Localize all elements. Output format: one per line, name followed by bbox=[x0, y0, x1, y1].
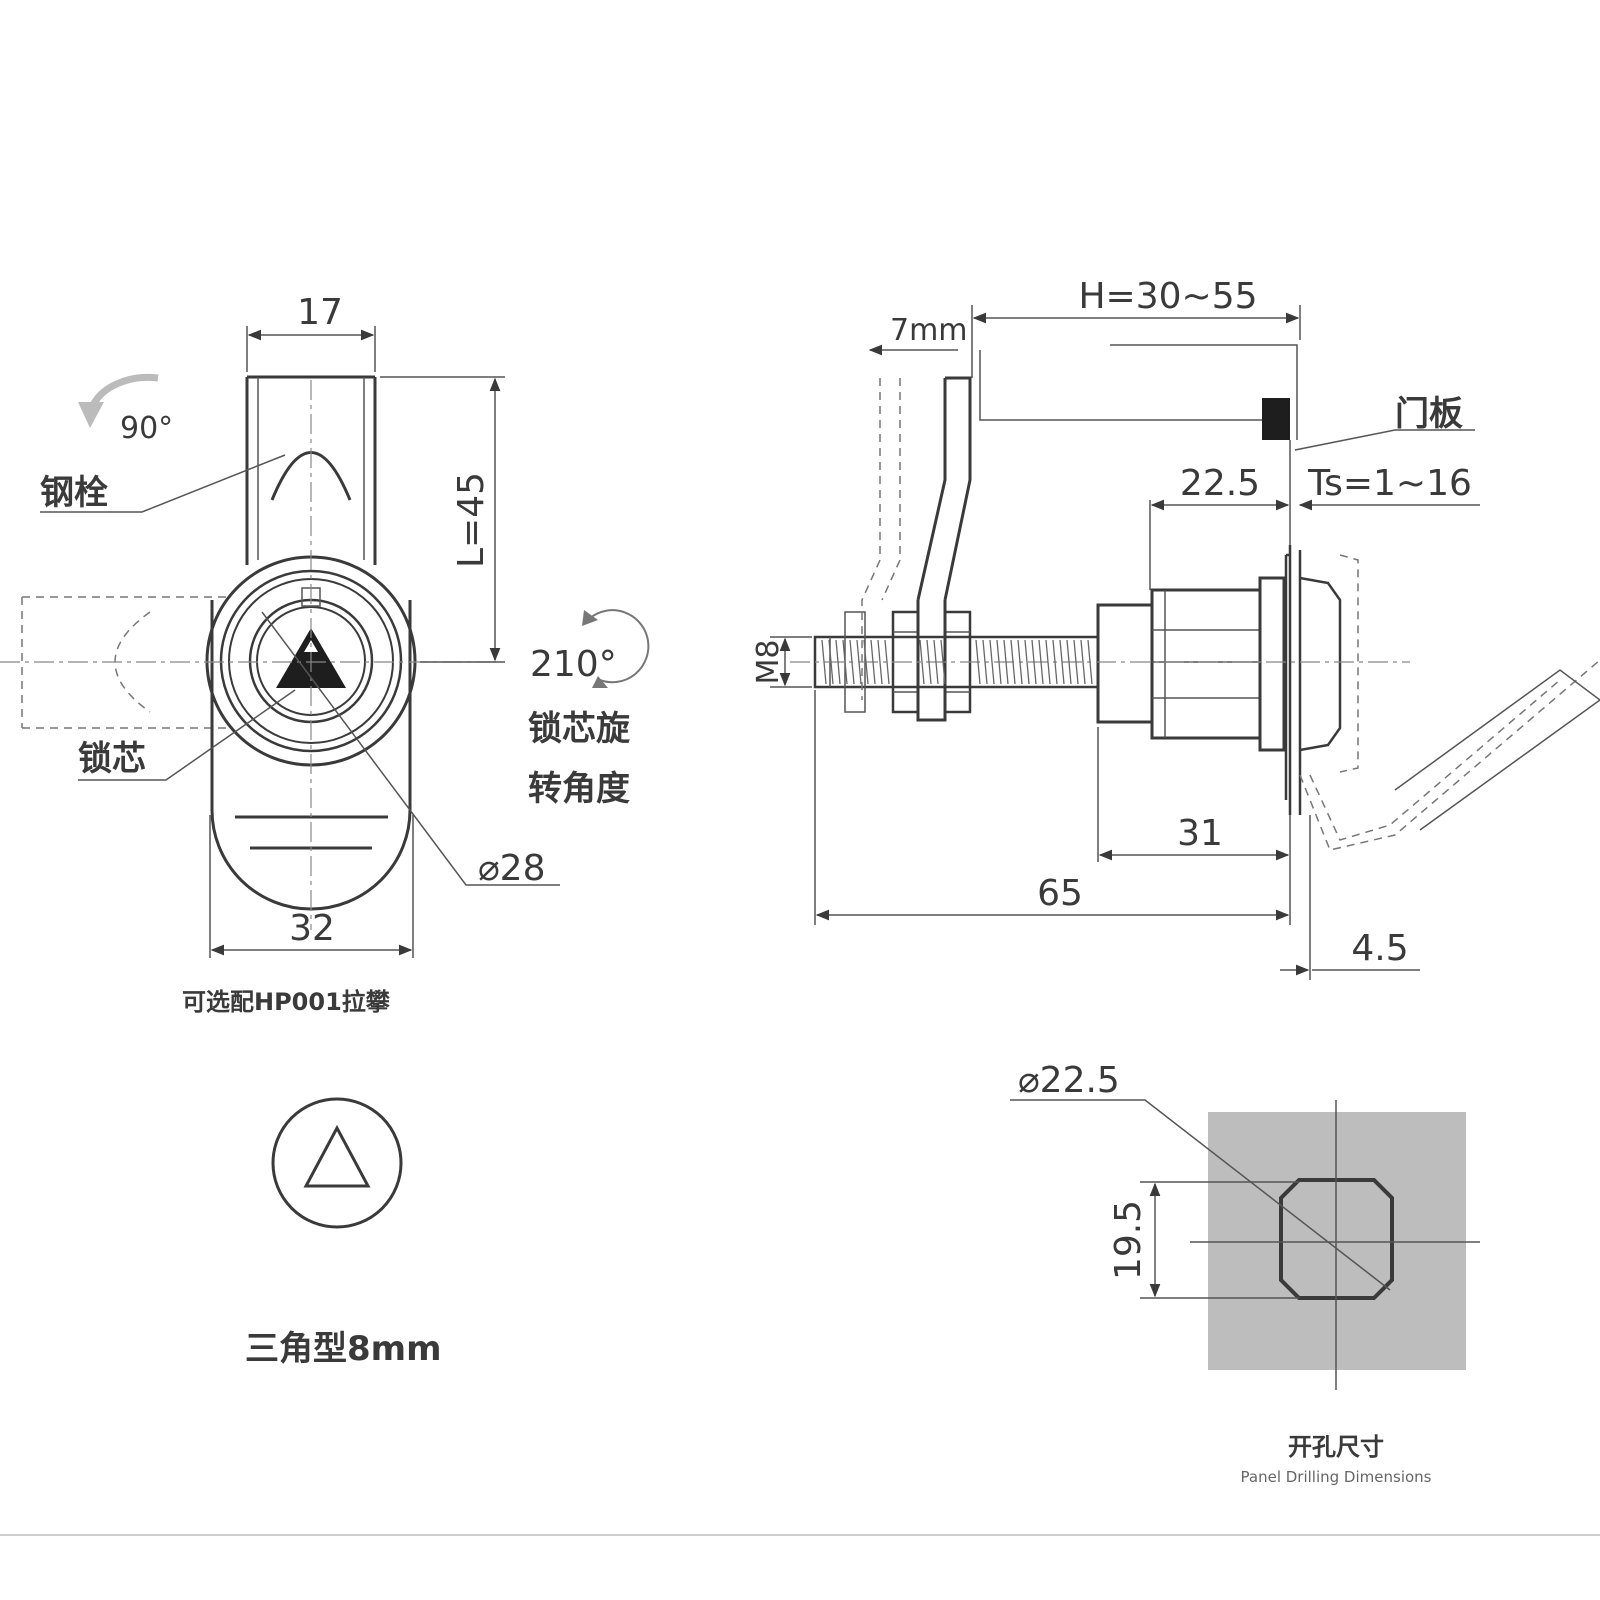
handle-ghost bbox=[1299, 659, 1600, 851]
front-view: 17 L=45 32 ⌀28 90° 210° bbox=[0, 292, 650, 1016]
dim-h-label: H=30~55 bbox=[1078, 276, 1257, 317]
label-panel: 门板 bbox=[1294, 394, 1475, 451]
dim-height-range: H=30~55 bbox=[971, 276, 1301, 378]
dimension-width-bottom: 32 bbox=[209, 815, 414, 958]
rotation-90-label: 90° bbox=[120, 411, 173, 446]
rotation-angle-label-2: 转角度 bbox=[528, 769, 630, 809]
thread-line bbox=[1052, 639, 1058, 685]
thread-line bbox=[1038, 639, 1044, 685]
thread-line bbox=[1017, 639, 1023, 685]
label-steel-bolt: 钢栓 bbox=[40, 454, 286, 513]
dim-m8-label: M8 bbox=[751, 640, 786, 685]
steel-bolt-label: 钢栓 bbox=[40, 473, 108, 513]
cutout-caption-cn: 开孔尺寸 bbox=[1288, 1433, 1384, 1461]
dim-65-label: 65 bbox=[1037, 873, 1083, 914]
thread-line bbox=[863, 639, 869, 685]
thread-line bbox=[1024, 639, 1030, 685]
dim-d22-5-label: ⌀22.5 bbox=[1018, 1060, 1120, 1101]
dimension-length: L=45 bbox=[380, 376, 505, 663]
lock-housing bbox=[1096, 553, 1359, 800]
thread-line bbox=[1073, 639, 1079, 685]
thread-line bbox=[828, 639, 834, 685]
dim-body-length: 22.5 bbox=[1149, 463, 1290, 590]
dim-22-5-label: 22.5 bbox=[1180, 463, 1260, 504]
thread-line bbox=[884, 639, 890, 685]
dim-thread: M8 bbox=[751, 636, 812, 688]
thread-line bbox=[1031, 639, 1037, 685]
thread-line bbox=[842, 639, 848, 685]
thread-line bbox=[1010, 639, 1016, 685]
dim-31-label: 31 bbox=[1177, 813, 1223, 854]
dim-65: 65 bbox=[814, 690, 1291, 925]
label-lock-core: 锁芯 bbox=[78, 689, 296, 781]
thread-line bbox=[835, 639, 841, 685]
rotation-90-icon: 90° bbox=[78, 373, 173, 446]
thread-hatching bbox=[821, 639, 1093, 685]
dim-31: 31 bbox=[1097, 727, 1290, 862]
thread-line bbox=[926, 639, 932, 685]
side-view: 7mm H=30~55 门板 22.5 Ts=1~16 M8 bbox=[751, 276, 1600, 980]
thread-line bbox=[1080, 639, 1086, 685]
dim-l45-label: L=45 bbox=[451, 472, 492, 568]
dimension-diameter: ⌀28 bbox=[261, 611, 560, 889]
thread-line bbox=[877, 639, 883, 685]
key-type-view: 三角型8mm bbox=[245, 1097, 442, 1369]
dim-ts-label: Ts=1~16 bbox=[1307, 463, 1472, 504]
door-panel bbox=[979, 344, 1302, 815]
thread-line bbox=[849, 639, 855, 685]
dimension-width-top: 17 bbox=[246, 292, 376, 372]
thread-line bbox=[919, 639, 925, 685]
dim-4-5: 4.5 bbox=[1280, 815, 1420, 980]
thread-line bbox=[821, 639, 827, 685]
dim-4-5-label: 4.5 bbox=[1351, 928, 1408, 969]
thread-line bbox=[1066, 639, 1072, 685]
panel-cutout-view: ⌀22.5 19.5 开孔尺寸 Panel Drilling Dimension… bbox=[1010, 1060, 1480, 1486]
dim-7mm-label: 7mm bbox=[890, 313, 968, 348]
thread-line bbox=[989, 639, 995, 685]
thread-line bbox=[996, 639, 1002, 685]
cutout-caption-en: Panel Drilling Dimensions bbox=[1241, 1468, 1432, 1486]
cutout-diameter-dim: ⌀22.5 bbox=[1010, 1060, 1391, 1291]
dim-32-label: 32 bbox=[289, 908, 335, 949]
key-type-caption: 三角型8mm bbox=[245, 1329, 442, 1369]
lock-core-label: 锁芯 bbox=[78, 739, 146, 779]
dim-cam-offset: 7mm bbox=[868, 313, 968, 356]
dim-19-5-label: 19.5 bbox=[1108, 1200, 1149, 1280]
thread-line bbox=[1045, 639, 1051, 685]
dim-17-label: 17 bbox=[297, 292, 343, 333]
thread-line bbox=[1059, 639, 1065, 685]
thread-line bbox=[975, 639, 981, 685]
rotation-angle-label-1: 锁芯旋 bbox=[528, 709, 630, 749]
thread-line bbox=[933, 639, 939, 685]
optional-handle-caption: 可选配HP001拉攀 bbox=[182, 988, 391, 1016]
thread-line bbox=[856, 639, 862, 685]
cutout-flat-dim: 19.5 bbox=[1108, 1181, 1299, 1299]
thread-line bbox=[940, 639, 946, 685]
dim-thickness: Ts=1~16 bbox=[1298, 463, 1480, 511]
rotation-210-label: 210° bbox=[530, 644, 617, 685]
thread-line bbox=[982, 639, 988, 685]
rotation-210-icon: 210° bbox=[530, 609, 650, 688]
thread-line bbox=[1003, 639, 1009, 685]
panel-label: 门板 bbox=[1395, 394, 1463, 434]
cam-arm bbox=[861, 376, 972, 722]
dim-d28-label: ⌀28 bbox=[478, 848, 545, 889]
thread-line bbox=[870, 639, 876, 685]
thread-line bbox=[1087, 639, 1093, 685]
